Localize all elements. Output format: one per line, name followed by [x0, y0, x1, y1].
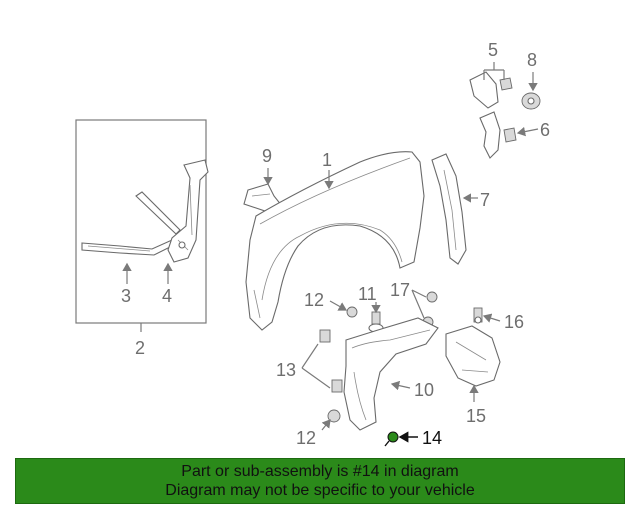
callout-2: 2	[135, 338, 145, 358]
callout-15: 15	[466, 406, 486, 426]
part-15-liner	[445, 325, 501, 387]
callout-12-lower: 12	[296, 428, 316, 448]
part-1-fender	[245, 151, 425, 331]
part-3-bracket	[81, 239, 177, 256]
part-7-bracket	[431, 153, 467, 265]
banner-line-1: Part or sub-assembly is #14 in diagram	[181, 463, 459, 480]
part-16-bolt	[473, 307, 483, 324]
callout-11: 11	[358, 284, 377, 304]
highlight-banner: Part or sub-assembly is #14 in diagram D…	[15, 458, 625, 504]
part-10-liner	[343, 317, 439, 431]
callout-13: 13	[276, 360, 296, 380]
callout-10: 10	[414, 380, 434, 400]
callout-1: 1	[322, 150, 332, 170]
callout-9: 9	[262, 146, 272, 166]
part-8-nut	[521, 92, 541, 110]
callout-7: 7	[480, 190, 490, 210]
callout-4: 4	[162, 286, 172, 306]
callout-6: 6	[540, 120, 550, 140]
callout-12-upper: 12	[304, 290, 324, 310]
callout-8: 8	[527, 50, 537, 70]
callout-5: 5	[488, 40, 498, 60]
part-12-screw-upper	[346, 306, 358, 318]
part-12-screw-lower	[327, 409, 341, 423]
part-4-carrier	[135, 159, 209, 263]
callout-3: 3	[121, 286, 131, 306]
part-6-bracket	[479, 111, 517, 159]
callout-17: 17	[390, 280, 410, 300]
parts-diagram: 1 2 3 4 5 6 7 8 9 10 11 12 12 13 14 15 1…	[75, 40, 550, 448]
part-13-clips	[319, 329, 343, 393]
callout-14: 14	[422, 428, 442, 448]
part-5-brackets	[469, 71, 513, 109]
part-14-clip	[384, 431, 399, 447]
banner-line-2: Diagram may not be specific to your vehi…	[165, 482, 475, 499]
callout-16: 16	[504, 312, 524, 332]
